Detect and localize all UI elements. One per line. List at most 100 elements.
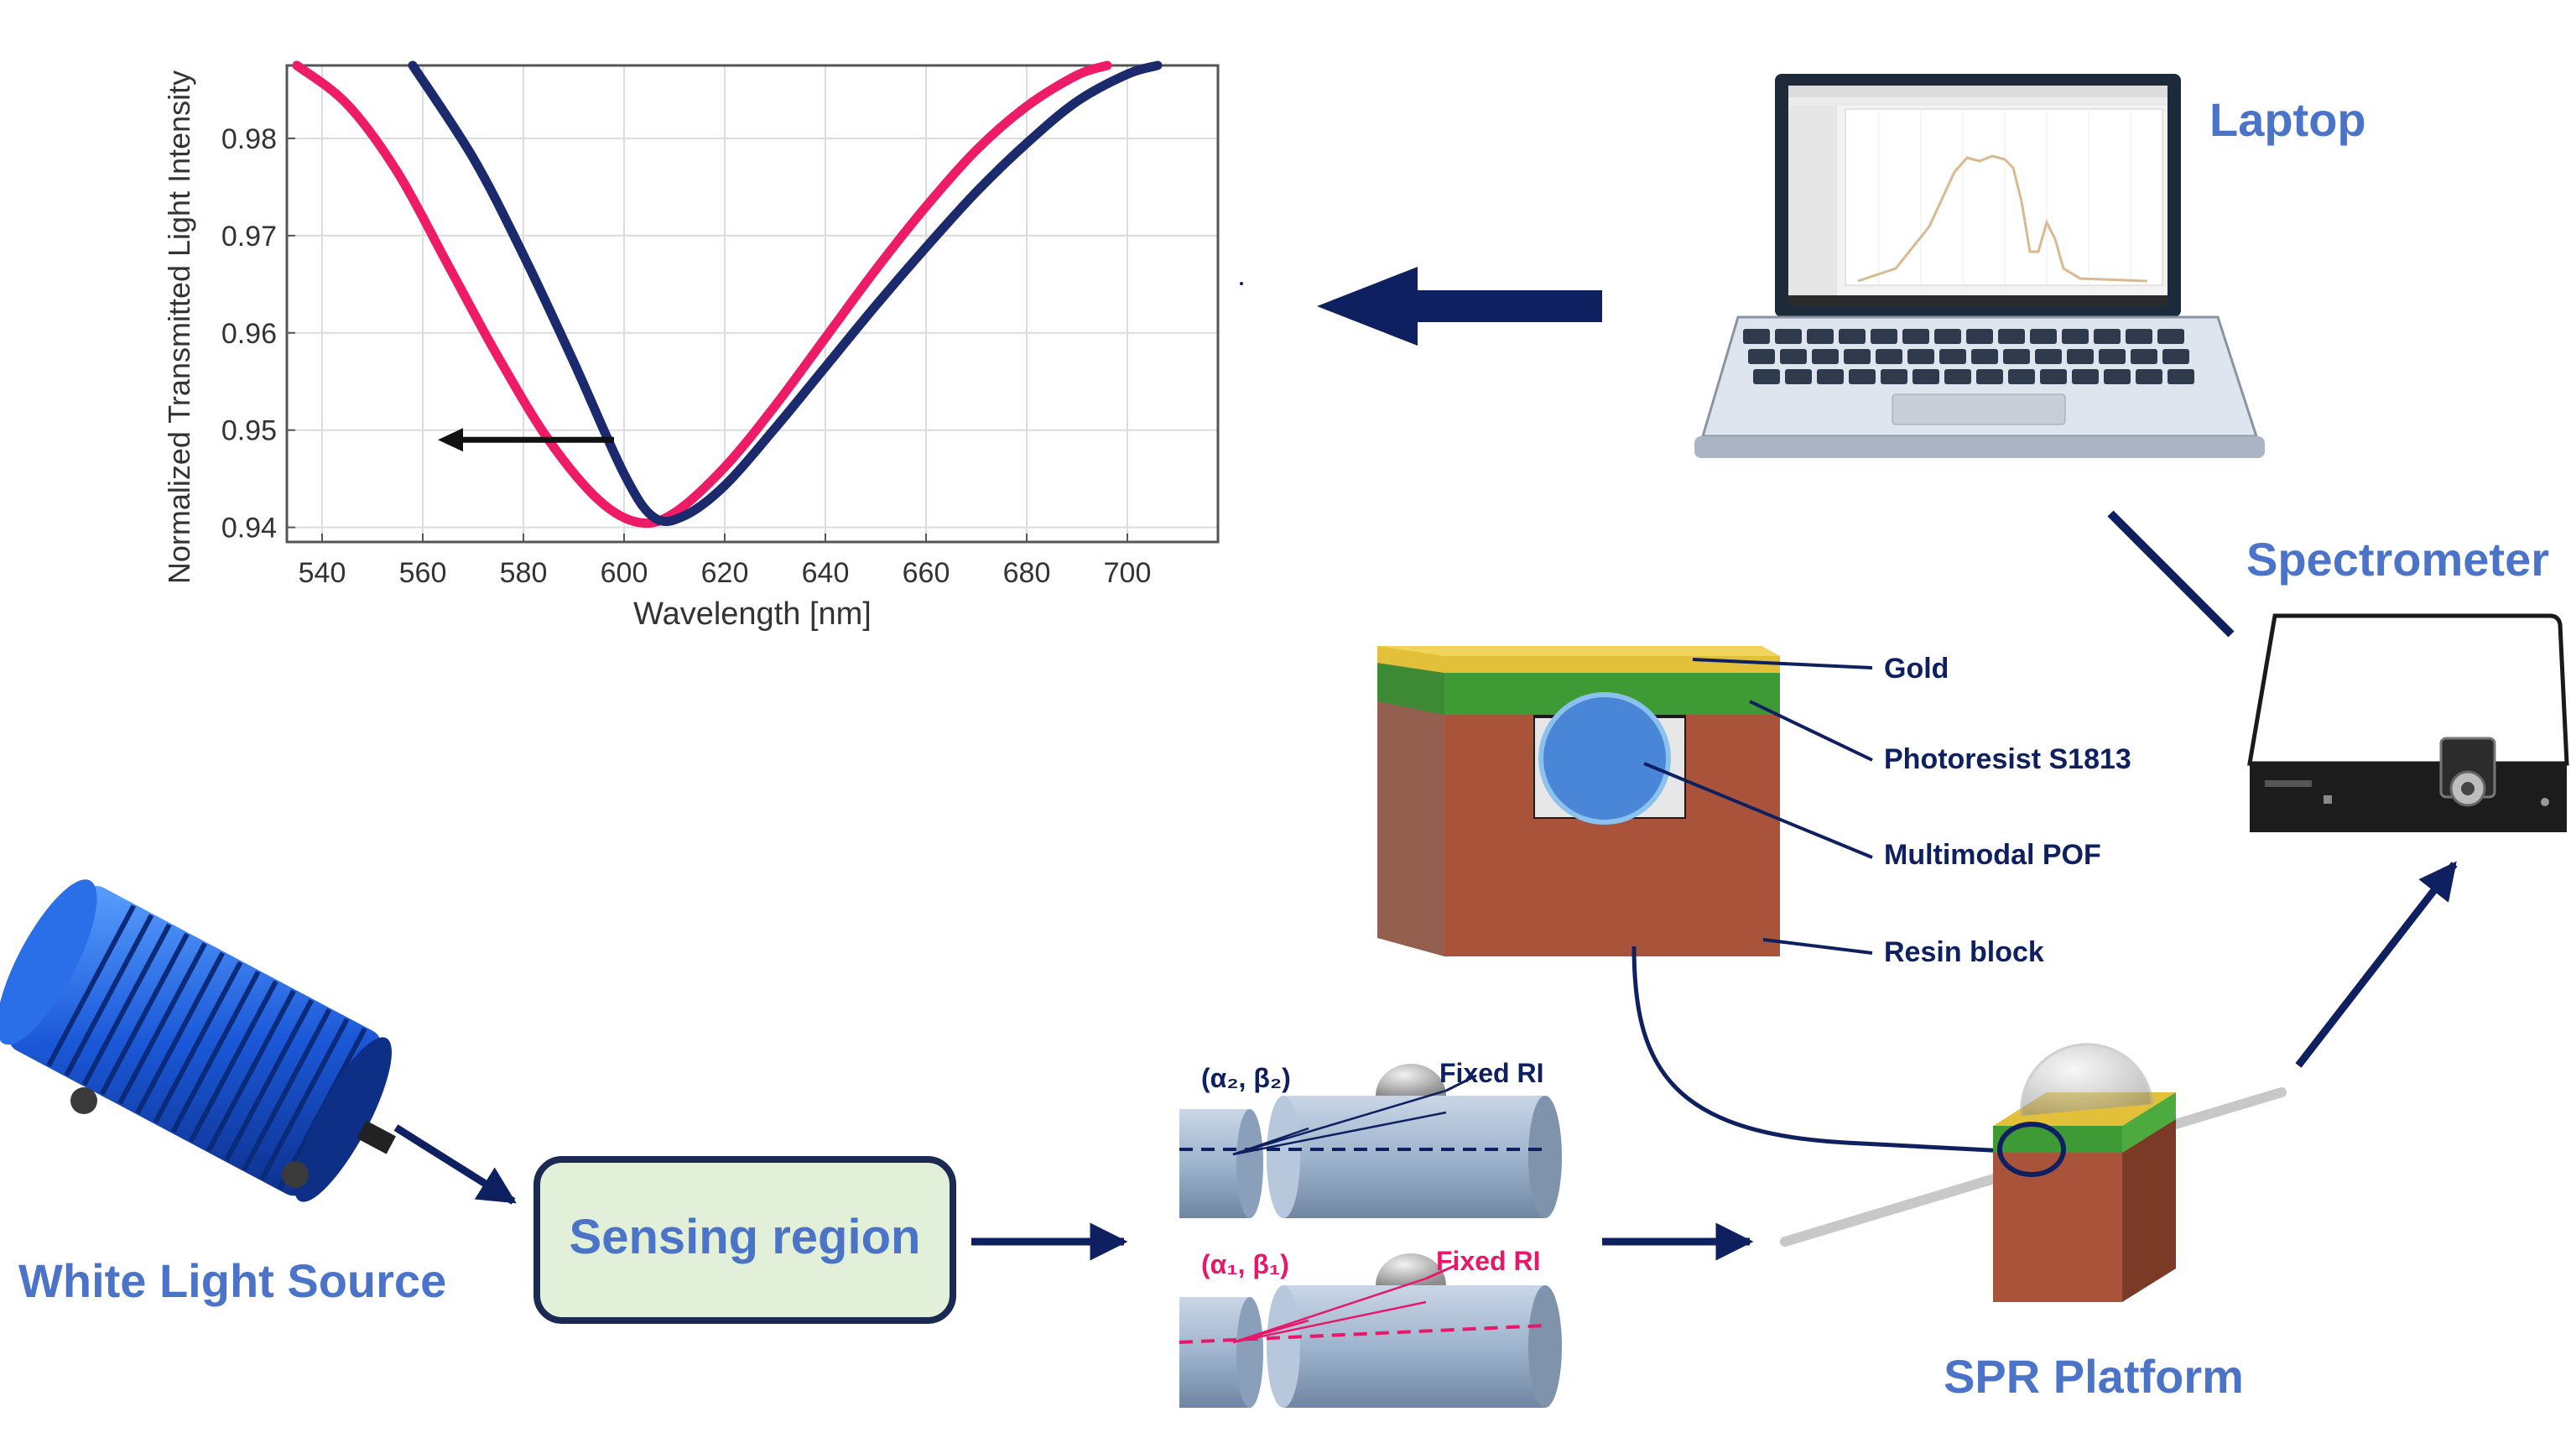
laptop-icon bbox=[1694, 74, 2265, 458]
sensing-region-box: Sensing region bbox=[533, 1156, 956, 1324]
detail-connector bbox=[1631, 946, 2007, 1154]
keyboard-key bbox=[1966, 329, 1993, 344]
shift-arrow-annotation bbox=[438, 428, 614, 452]
x-tick-label: 640 bbox=[802, 557, 850, 589]
x-tick-label: 600 bbox=[601, 557, 648, 589]
keyboard-key bbox=[1849, 369, 1876, 384]
keyboard-key bbox=[2136, 369, 2162, 384]
keyboard-key bbox=[2067, 349, 2094, 364]
spr-platform-icon bbox=[1780, 1043, 2287, 1302]
laptop-to-chart-arrow bbox=[1317, 267, 1602, 346]
y-tick-label: 0.94 bbox=[221, 513, 277, 544]
keyboard-key bbox=[1998, 329, 2025, 344]
resin-block-label: Resin block bbox=[1884, 936, 2044, 968]
keyboard-key bbox=[2167, 369, 2194, 384]
keyboard-key bbox=[2131, 349, 2157, 364]
keyboard-key bbox=[2062, 329, 2089, 344]
y-tick-label: 0.96 bbox=[221, 318, 277, 350]
cross-section-leader-lines bbox=[1643, 658, 1873, 955]
keyboard-key bbox=[1939, 349, 1966, 364]
cooling-fin bbox=[242, 1008, 332, 1171]
cooling-fin bbox=[135, 951, 226, 1114]
keyboard-key bbox=[1812, 349, 1839, 364]
gold-label: Gold bbox=[1884, 653, 1949, 685]
cooling-fin bbox=[64, 914, 154, 1076]
keyboard-key bbox=[2157, 329, 2184, 344]
keyboard-key bbox=[2008, 369, 2035, 384]
keyboard-key bbox=[2099, 349, 2126, 364]
keyboard-key bbox=[2040, 369, 2067, 384]
keyboard-key bbox=[1775, 329, 1802, 344]
laptop-spectrometer-cable bbox=[2107, 510, 2235, 638]
keyboard-key bbox=[2162, 349, 2189, 364]
series-line bbox=[292, 60, 1112, 529]
fiber-top-illustration bbox=[1179, 1064, 1562, 1218]
laptop-label: Laptop bbox=[2209, 93, 2366, 146]
x-tick-label: 660 bbox=[903, 557, 950, 589]
spectrum-trace-icon bbox=[1857, 154, 2148, 283]
keyboard-key bbox=[1785, 369, 1812, 384]
sensing-region-label: Sensing region bbox=[570, 1210, 921, 1264]
multimodal-pof-label: Multimodal POF bbox=[1884, 839, 2101, 871]
keyboard-key bbox=[1912, 369, 1939, 384]
keyboard-key bbox=[2035, 349, 2062, 364]
x-tick-label: 680 bbox=[1003, 557, 1051, 589]
keyboard-key bbox=[1844, 349, 1871, 364]
x-tick-label: 540 bbox=[299, 557, 346, 589]
shift-arrow-head bbox=[438, 428, 463, 452]
angle-top-label: (α₂, β₂) bbox=[1201, 1063, 1291, 1093]
y-axis-label: Normalized Transmitted Light Intensity bbox=[162, 70, 196, 584]
cooling-fin bbox=[170, 970, 261, 1133]
keyboard-key bbox=[2003, 349, 2030, 364]
keyboard-key bbox=[1817, 369, 1844, 384]
keyboard-key bbox=[1902, 329, 1929, 344]
cooling-fin bbox=[153, 961, 243, 1124]
sensor-cross-section bbox=[1377, 646, 1780, 956]
y-tick-labels: 0.940.950.960.970.98 bbox=[221, 123, 277, 544]
keyboard bbox=[1743, 329, 2194, 384]
y-tick-label: 0.97 bbox=[221, 221, 277, 253]
cooling-fin bbox=[99, 932, 190, 1096]
keyboard-key bbox=[1971, 349, 1998, 364]
chart-grid bbox=[287, 65, 1218, 542]
y-tick-label: 0.98 bbox=[221, 123, 277, 155]
x-tick-label: 560 bbox=[399, 557, 447, 589]
angle-bottom-label: (α₁, β₁) bbox=[1201, 1249, 1289, 1279]
spectrometer-icon bbox=[2247, 613, 2569, 832]
spectrometer-label: Spectrometer bbox=[2246, 533, 2549, 586]
keyboard-key bbox=[1807, 329, 1834, 344]
plot-frame bbox=[285, 64, 1220, 544]
cooling-fin bbox=[188, 980, 278, 1143]
fixed-ri-top-label: Fixed RI bbox=[1439, 1058, 1543, 1088]
keyboard-key bbox=[1753, 369, 1780, 384]
x-tick-label: 620 bbox=[701, 557, 749, 589]
keyboard-key bbox=[1839, 329, 1866, 344]
keyboard-key bbox=[1934, 329, 1961, 344]
cooling-fin bbox=[81, 923, 172, 1086]
multimodal-pof-core bbox=[1538, 692, 1671, 825]
spr-to-spectrometer-arrow bbox=[2295, 861, 2458, 1068]
fixed-ri-bottom-label: Fixed RI bbox=[1436, 1246, 1540, 1276]
keyboard-key bbox=[1881, 369, 1907, 384]
keyboard-key bbox=[2126, 329, 2152, 344]
keyboard-key bbox=[2104, 369, 2131, 384]
keyboard-key bbox=[2094, 329, 2121, 344]
x-axis-label: Wavelength [nm] bbox=[633, 596, 872, 632]
keyboard-key bbox=[1748, 349, 1775, 364]
cooling-fin bbox=[206, 989, 296, 1153]
photoresist-label: Photoresist S1813 bbox=[1884, 743, 2131, 775]
keyboard-key bbox=[2072, 369, 2099, 384]
white-light-source-label: White Light Source bbox=[18, 1254, 446, 1307]
cooling-fin bbox=[224, 998, 314, 1162]
x-tick-label: 580 bbox=[500, 557, 548, 589]
keyboard-key bbox=[1976, 369, 2003, 384]
lamp-to-sensing-arrow bbox=[393, 1124, 517, 1205]
keyboard-key bbox=[1944, 369, 1971, 384]
x-tick-label: 700 bbox=[1104, 557, 1152, 589]
keyboard-key bbox=[1876, 349, 1902, 364]
keyboard-key bbox=[1743, 329, 1770, 344]
light-source-icon bbox=[0, 879, 396, 1202]
fiber-bottom-illustration bbox=[1179, 1253, 1562, 1408]
